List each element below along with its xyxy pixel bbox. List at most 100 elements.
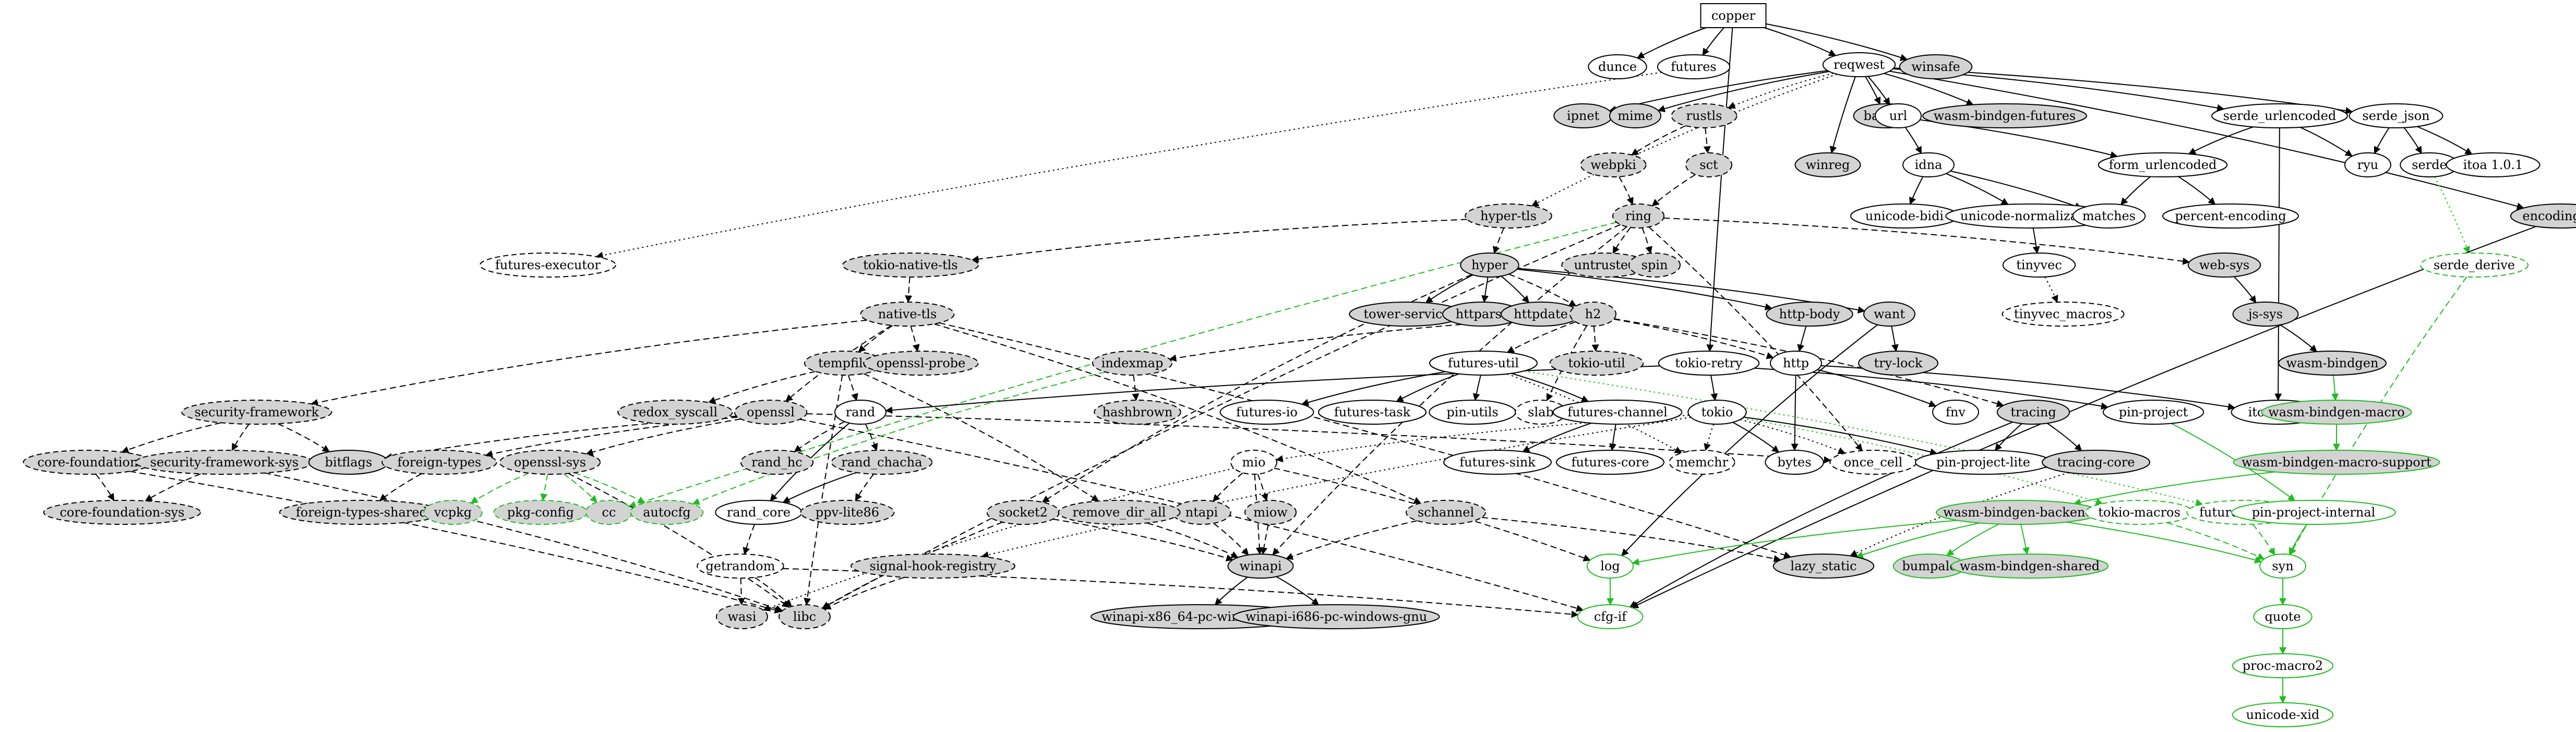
node-label: url xyxy=(1889,109,1908,123)
node-fnv: fnv xyxy=(1932,400,1979,425)
node-label: webpki xyxy=(1590,158,1636,172)
edge-openssl-to-once-cell xyxy=(806,413,1831,464)
node-label: untrusted xyxy=(1574,258,1636,272)
edge-copper-to-futures xyxy=(1702,27,1724,56)
node-label: winapi xyxy=(1239,559,1281,573)
node-label: quote xyxy=(2265,609,2301,624)
edge-webpki-to-ring xyxy=(1619,176,1634,205)
edge-tokio-to-once-cell xyxy=(1740,419,1846,454)
edge-tracing-to-pin-project-lite xyxy=(1994,423,2022,451)
node-once-cell: once_cell xyxy=(1829,450,1917,475)
node-shape xyxy=(2211,103,2348,128)
edge-js-sys-to-wasm-bindgen xyxy=(2280,324,2318,352)
edge-getrandom-to-libc xyxy=(754,577,792,607)
edge-tokio-to-pin-project-lite xyxy=(1743,416,1938,455)
node-tinyvec: tinyvec xyxy=(2002,253,2076,278)
edge-idna-to-unicode-normalization xyxy=(1946,173,2009,205)
node-shape xyxy=(1094,400,1181,425)
edge-native-tls-to-openssl xyxy=(785,325,892,402)
node-ntapi: ntapi xyxy=(1172,500,1231,525)
edge-schannel-to-winapi xyxy=(1285,520,1418,560)
edge-openssl-to-foreign-types xyxy=(485,416,738,458)
node-label: httparse xyxy=(1456,307,1509,321)
node-shape xyxy=(1569,302,1616,327)
node-label: itoa 1.0.1 xyxy=(2463,158,2523,172)
node-cc: cc xyxy=(585,500,632,525)
node-label: futures-io xyxy=(1236,405,1298,419)
node-label: openssl-probe xyxy=(877,356,966,370)
node-shape xyxy=(2510,203,2576,229)
node-core-foundation-sys: core-foundation-sys xyxy=(43,500,201,525)
edge-native-tls-to-security-framework xyxy=(310,319,867,406)
node-label: bumpalo xyxy=(1902,559,1957,573)
node-label: ppv-lite86 xyxy=(816,505,879,520)
edge-reqwest-to-base64 xyxy=(1865,76,1881,105)
node-futures-executor: futures-executor xyxy=(480,253,616,278)
edge-futures-macro-to-syn xyxy=(2252,524,2275,556)
node-shape xyxy=(740,450,814,475)
edge-sct-to-ring xyxy=(1651,174,1696,207)
edge-security-framework-to-core-foundation xyxy=(121,422,221,453)
node-label: miow xyxy=(1253,505,1288,520)
node-label: mio xyxy=(1242,455,1266,470)
edge-copper-to-tokio-retry xyxy=(1706,27,1733,352)
node-js-sys: js-sys xyxy=(2232,302,2299,327)
node-shape xyxy=(1863,302,1915,327)
node-wasi: wasi xyxy=(716,604,768,629)
edge-indexmap-to-hashbrown xyxy=(1132,375,1140,401)
edge-http-to-bytes xyxy=(1791,375,1799,451)
edge-futures-util-to-futures-task xyxy=(1396,373,1459,402)
edge-openssl-to-openssl-sys xyxy=(585,418,741,456)
node-shape xyxy=(2349,103,2443,128)
node-label: unicode-bidi xyxy=(1865,209,1944,223)
edge-mio-to-wasi xyxy=(762,467,1235,611)
node-mio: mio xyxy=(1230,450,1277,475)
node-label: pin-utils xyxy=(1446,405,1498,419)
node-shape xyxy=(2231,500,2396,525)
node-pkg-config: pkg-config xyxy=(493,500,588,525)
node-winapi: winapi xyxy=(1227,554,1294,579)
node-shape xyxy=(1219,400,1314,425)
node-httparse: httparse xyxy=(1442,302,1523,327)
node-label: log xyxy=(1600,559,1620,573)
node-label: web-sys xyxy=(2199,258,2249,272)
node-shape xyxy=(1687,400,1747,425)
node-slab: slab xyxy=(1515,400,1567,425)
edge-want-to-log xyxy=(1621,324,1878,557)
edge-rand-to-rand-hc xyxy=(794,421,845,452)
edge-miow-to-winapi xyxy=(1260,524,1269,555)
node-shape xyxy=(1657,54,1731,79)
node-bumpalo: bumpalo xyxy=(1892,554,1967,579)
node-label: openssl-sys xyxy=(514,455,586,470)
node-hashbrown: hashbrown xyxy=(1094,400,1181,425)
node-label: tracing-core xyxy=(2057,455,2135,470)
node-security-framework-sys: security-framework-sys xyxy=(135,450,314,475)
node-shape xyxy=(630,500,704,525)
node-shape xyxy=(1580,152,1647,177)
node-pin-utils: pin-utils xyxy=(1429,400,1516,425)
node-label: socket2 xyxy=(999,505,1048,520)
node-label: schannel xyxy=(1418,505,1474,520)
edge-h2-to-tokio-util xyxy=(1591,326,1599,352)
node-shape xyxy=(1858,351,1938,376)
node-label: signal-hook-registry xyxy=(869,559,997,573)
node-label: ntapi xyxy=(1185,505,1218,520)
node-shape xyxy=(2261,400,2412,425)
node-shape xyxy=(1658,351,1760,376)
node-label: wasm-bindgen-macro-support xyxy=(2242,455,2431,470)
node-label: want xyxy=(1874,307,1905,321)
node-shape xyxy=(2102,400,2204,425)
node-label: getrandom xyxy=(705,559,775,573)
node-shape xyxy=(1058,500,1181,525)
edge-rand-core-to-getrandom xyxy=(742,524,756,555)
node-shape xyxy=(1950,554,2109,579)
node-shape xyxy=(2072,203,2146,229)
edge-openssl-sys-to-libc xyxy=(568,473,790,608)
edge-winapi-to-winapi-x86-64-pc-windows-gnu xyxy=(1214,577,1248,606)
node-percent-encoding: percent-encoding xyxy=(2162,203,2299,229)
node-label: http-body xyxy=(1779,307,1840,321)
node-winreg: winreg xyxy=(1794,152,1861,177)
node-label: openssl xyxy=(747,405,795,419)
edge-ring-to-spin xyxy=(1642,227,1652,254)
node-label: autocfg xyxy=(643,505,691,520)
